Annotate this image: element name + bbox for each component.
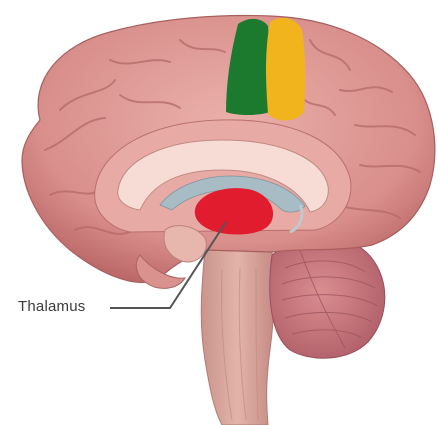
thalamus-label: Thalamus (18, 298, 85, 315)
brainstem (201, 250, 274, 425)
cerebellum (270, 238, 385, 358)
yellow-highlight (266, 18, 305, 121)
